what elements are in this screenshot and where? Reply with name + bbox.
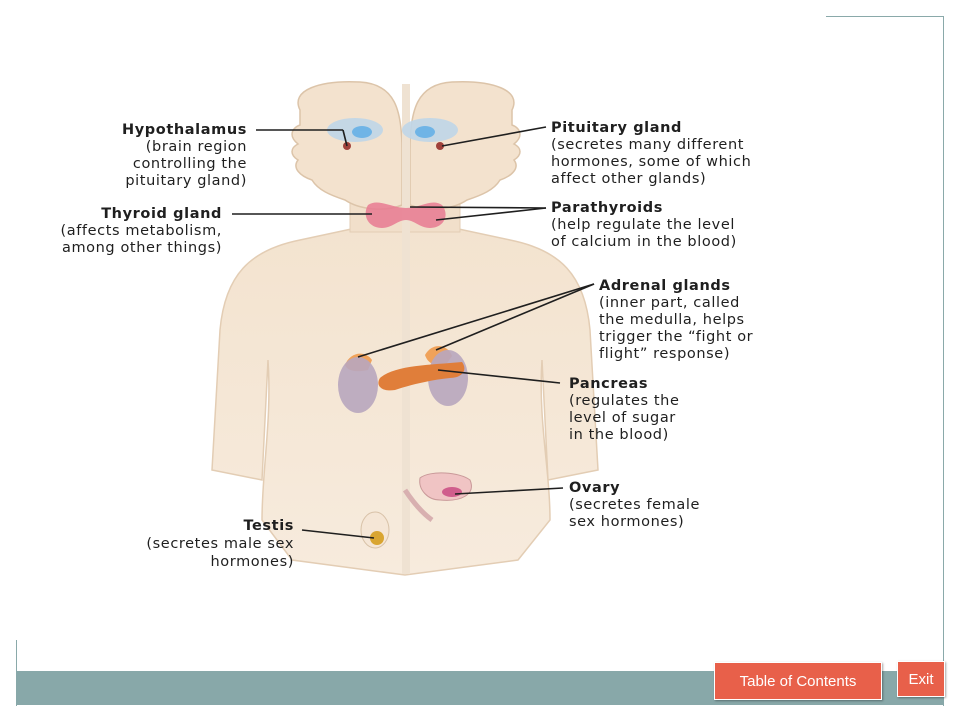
testis-desc-line: hormones) [211, 554, 295, 570]
exit-button[interactable]: Exit [897, 661, 945, 697]
parathyroids-desc-line: (help regulate the level [551, 217, 735, 233]
label-parathyroids: Parathyroids (help regulate the level of… [551, 200, 737, 250]
ovary-title: Ovary [569, 480, 620, 496]
label-testis: Testis (secretes male sex hormones) [146, 518, 295, 570]
thyroid-desc-line: (affects metabolism, [60, 223, 222, 239]
ovary-desc-line: (secretes female [569, 497, 700, 513]
label-hypothalamus: Hypothalamus (brain region controlling t… [122, 122, 247, 189]
label-pituitary: Pituitary gland (secretes many different… [551, 120, 751, 187]
label-adrenal-glands: Adrenal glands (inner part, called the m… [599, 278, 753, 362]
pituitary-desc-line: hormones, some of which [551, 154, 751, 170]
frame-right-border [943, 16, 944, 706]
ovary-desc-line: sex hormones) [569, 514, 684, 530]
hypothalamus-desc-line: (brain region [146, 139, 247, 155]
hypothalamus-title: Hypothalamus [122, 122, 247, 138]
label-ovary: Ovary (secretes female sex hormones) [569, 480, 700, 530]
pancreas-desc-line: (regulates the [569, 393, 680, 409]
pancreas-title: Pancreas [569, 376, 648, 392]
endocrine-system-diagram: Hypothalamus (brain region controlling t… [60, 81, 753, 576]
adrenal-desc-line: flight” response) [599, 346, 730, 362]
label-thyroid: Thyroid gland (affects metabolism, among… [60, 206, 222, 256]
testis-desc-line: (secretes male sex [146, 536, 294, 552]
leader-lines [232, 126, 595, 539]
table-of-contents-button[interactable]: Table of Contents [714, 662, 882, 700]
adrenal-desc-line: trigger the “fight or [599, 329, 753, 345]
pancreas-desc-line: level of sugar [569, 410, 676, 426]
label-pancreas: Pancreas (regulates the level of sugar i… [569, 376, 680, 443]
pancreas-desc-line: in the blood) [569, 427, 669, 443]
parathyroids-title: Parathyroids [551, 200, 663, 216]
parathyroids-desc-line: of calcium in the blood) [551, 234, 737, 250]
hypothalamus-desc-line: pituitary gland) [125, 173, 247, 189]
adrenal-desc-line: (inner part, called [599, 295, 740, 311]
testis-title: Testis [243, 518, 294, 534]
adrenal-desc-line: the medulla, helps [599, 312, 745, 328]
thyroid-title: Thyroid gland [101, 206, 222, 222]
thyroid-desc-line: among other things) [62, 240, 222, 256]
body-illustration [211, 81, 599, 576]
pituitary-title: Pituitary gland [551, 120, 682, 136]
pituitary-desc-line: affect other glands) [551, 171, 706, 187]
frame-top-border [826, 16, 944, 17]
pituitary-desc-line: (secretes many different [551, 137, 744, 153]
adrenal-title: Adrenal glands [599, 278, 731, 294]
hypothalamus-desc-line: controlling the [133, 156, 247, 172]
